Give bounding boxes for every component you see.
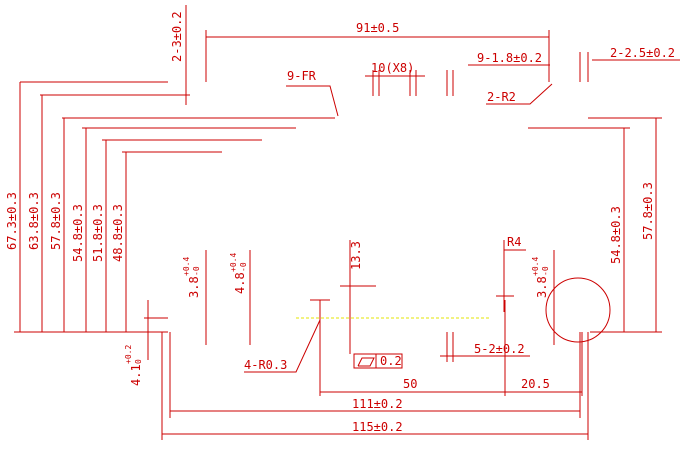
dim-111: 111±0.2 xyxy=(352,397,403,411)
dimension-labels: 91±0.5 2-3±0.2 9-FR 10(X8) 9-1.8±0.2 2-2… xyxy=(5,11,675,434)
profile-outline xyxy=(167,81,589,333)
dim-67-3: 67.3±0.3 xyxy=(5,192,19,250)
dim-57-8-right: 57.8±0.3 xyxy=(641,182,655,240)
dim-9-1-8: 9-1.8±0.2 xyxy=(477,51,542,65)
dim-3-8-right-tol: +0.4 xyxy=(531,257,540,276)
dim-2-3: 2-3±0.2 xyxy=(170,11,184,62)
dim-9-fr: 9-FR xyxy=(287,69,317,83)
dim-4-8-tol2: -0 xyxy=(239,262,248,272)
dim-20-5: 20.5 xyxy=(521,377,550,391)
dim-3-8-left: 3.8 xyxy=(187,276,201,298)
dim-r4: R4 xyxy=(507,235,521,249)
dim-3-8-right-tol2: -0 xyxy=(541,266,550,276)
dim-4-r0-3: 4-R0.3 xyxy=(244,358,287,372)
dim-2-r2: 2-R2 xyxy=(487,90,516,104)
dim-4-1: 4.1 xyxy=(129,364,143,386)
dim-91: 91±0.5 xyxy=(356,21,399,35)
base-bottom xyxy=(168,312,589,333)
dim-48-8: 48.8±0.3 xyxy=(111,204,125,262)
dim-4-8-tol: +0.4 xyxy=(229,253,238,272)
dim-4-8: 4.8 xyxy=(233,272,247,294)
dim-57-8-left: 57.8±0.3 xyxy=(49,192,63,250)
dim-flatness: 0.2 xyxy=(380,354,402,368)
dim-50: 50 xyxy=(403,377,417,391)
fins xyxy=(221,95,529,318)
dim-54-8-left: 54.8±0.3 xyxy=(71,204,85,262)
dim-10-x8: 10(X8) xyxy=(371,61,414,75)
dim-3-8-right: 3.8 xyxy=(535,276,549,298)
dim-54-8-right: 54.8±0.3 xyxy=(609,206,623,264)
dimension-lines xyxy=(14,5,680,440)
dim-3-8-left-tol2: -0 xyxy=(192,266,201,276)
dim-3-8-left-tol: +0.4 xyxy=(182,257,191,276)
dim-51-8: 51.8±0.3 xyxy=(91,204,105,262)
dim-2-2-5: 2-2.5±0.2 xyxy=(610,46,675,60)
dim-63-8: 63.8±0.3 xyxy=(27,192,41,250)
detail-circle xyxy=(545,277,611,343)
heatsink-profile xyxy=(167,81,611,343)
dim-4-1-tol: +0.2 xyxy=(124,345,133,364)
dim-5-2: 5-2±0.2 xyxy=(474,342,525,356)
dim-13-3: 13.3 xyxy=(349,241,363,270)
dim-4-1-tol2: 0 xyxy=(134,359,143,364)
dim-115: 115±0.2 xyxy=(352,420,403,434)
